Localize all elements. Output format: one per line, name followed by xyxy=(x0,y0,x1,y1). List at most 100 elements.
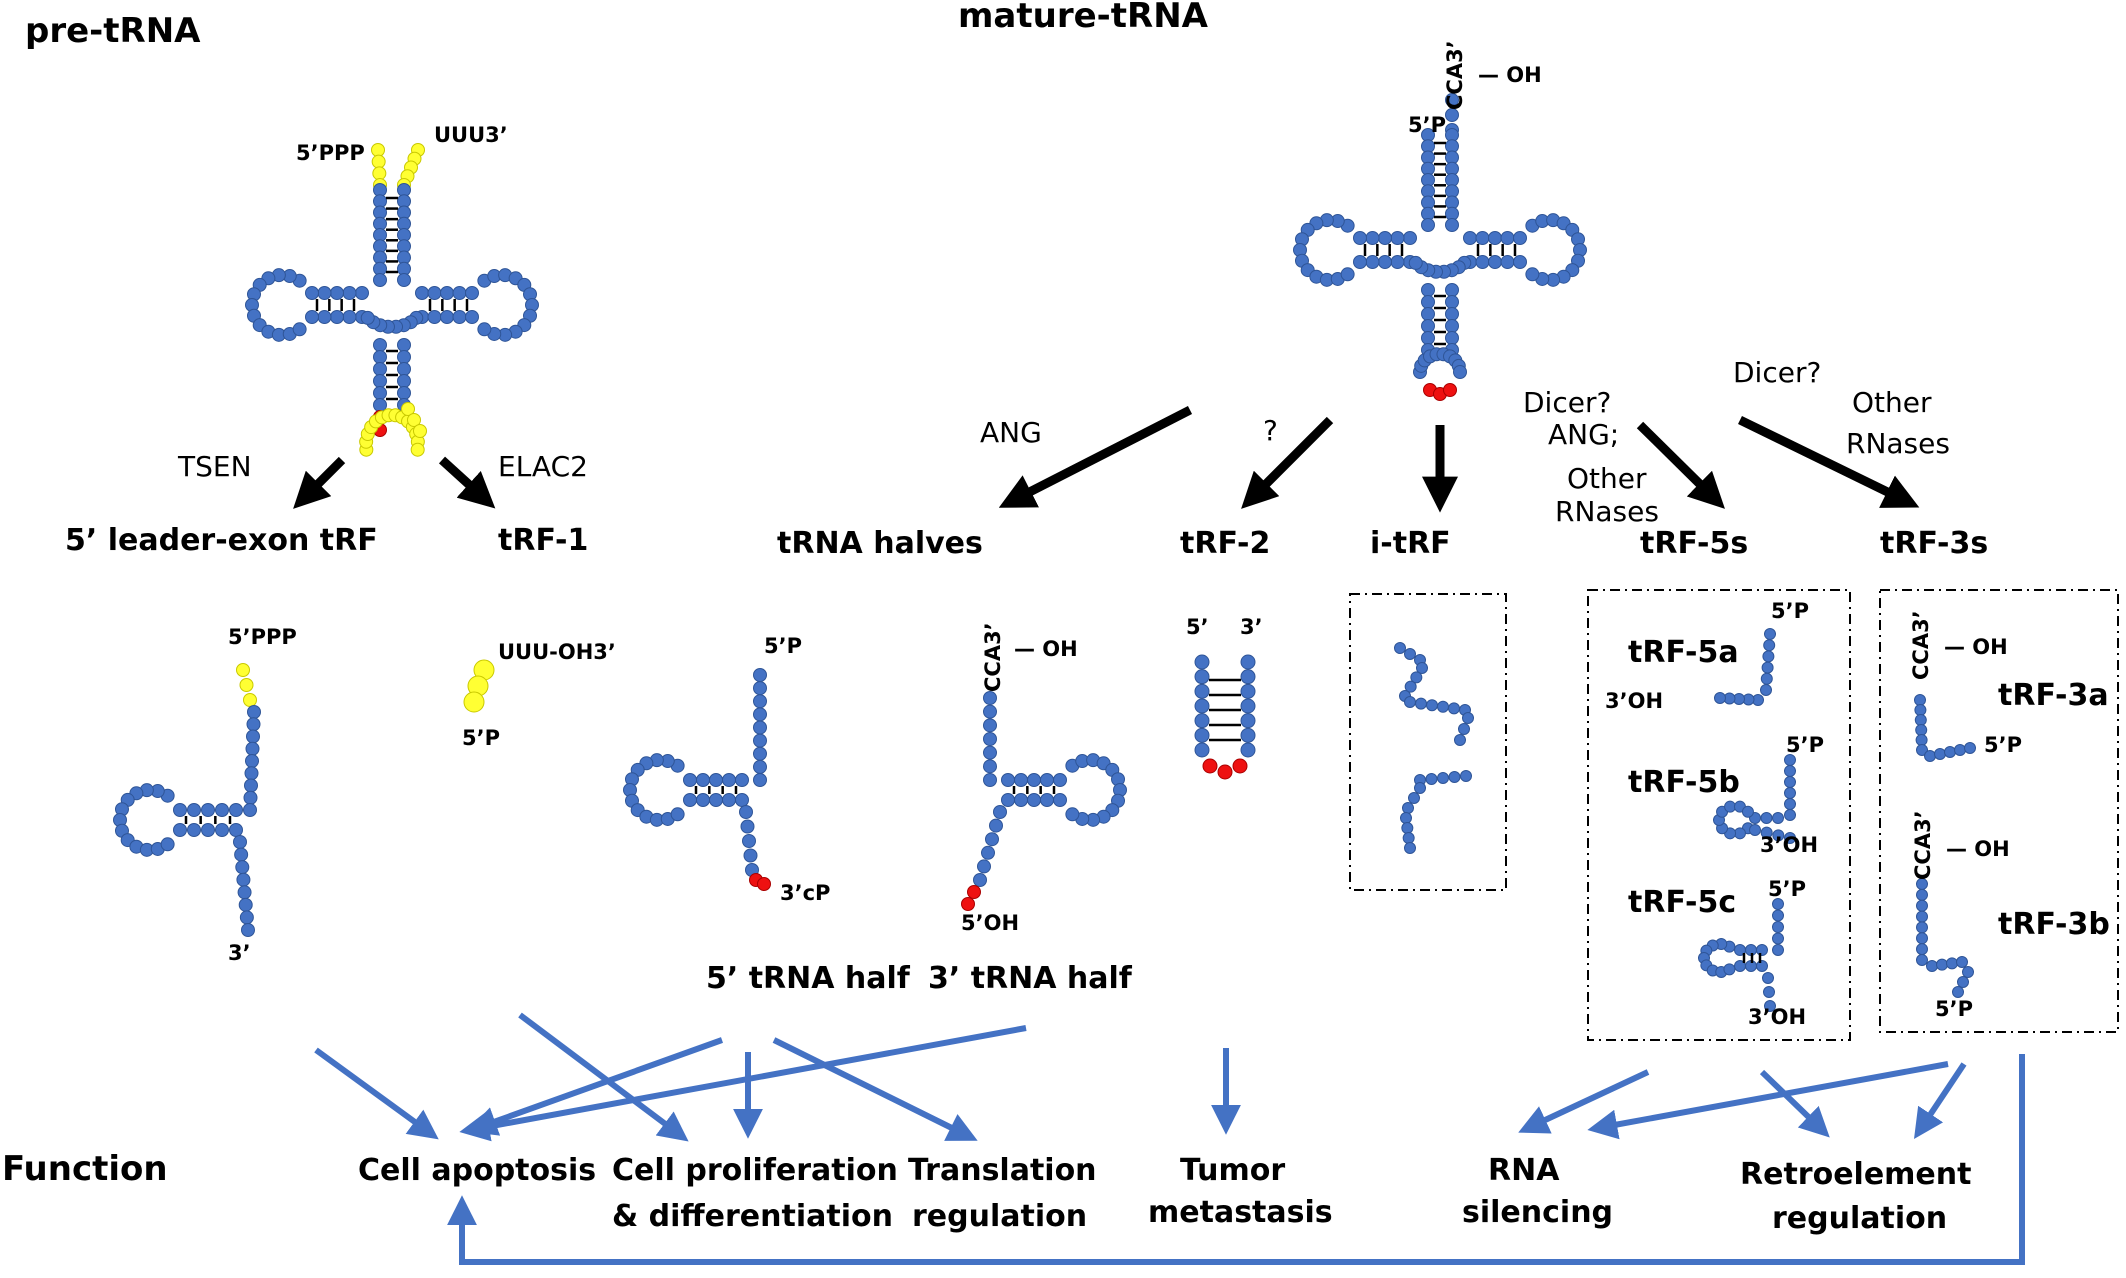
nucleotide xyxy=(1784,765,1796,777)
function-retro-line1: Retroelement xyxy=(1740,1157,1971,1192)
nucleotide xyxy=(373,374,387,388)
nucleotide xyxy=(753,720,767,735)
trf5a-name: tRF-5a xyxy=(1628,635,1739,670)
nucleotide xyxy=(1714,692,1726,704)
nucleotide xyxy=(239,678,254,692)
function-arrows xyxy=(314,1012,2025,1265)
product-trf-3s: tRF-3s xyxy=(1880,526,1988,561)
nucleotide xyxy=(1784,787,1796,799)
nucleotide xyxy=(234,847,249,862)
leader-5ppp-label: 5’PPP xyxy=(228,625,297,649)
i-trf-structures xyxy=(1394,642,1474,854)
nucleotide xyxy=(1421,283,1435,297)
nucleotide xyxy=(452,286,467,300)
nucleotide xyxy=(373,362,387,376)
nucleotide xyxy=(413,424,427,438)
arrow-elac2 xyxy=(438,456,496,509)
half5-3cp-label: 3’cP xyxy=(780,881,830,905)
function-prolif-line1: Cell proliferation xyxy=(612,1153,898,1188)
nucleotide xyxy=(1421,331,1435,345)
nucleotide xyxy=(989,818,1003,833)
enzyme-trf5s-line2: ANG; xyxy=(1548,418,1619,451)
nucleotide xyxy=(1760,684,1772,696)
nucleotide xyxy=(983,704,997,719)
nucleotide xyxy=(757,877,771,891)
nucleotide xyxy=(1772,829,1785,842)
function-retro-line2: regulation xyxy=(1772,1201,1947,1236)
nucleotide xyxy=(342,310,357,324)
nucleotide xyxy=(683,793,697,807)
trf3a-name: tRF-3a xyxy=(1998,678,2109,713)
arrow-to-trf5s xyxy=(1636,421,1725,509)
nucleotide xyxy=(246,717,261,732)
nucleotide xyxy=(1760,812,1773,824)
nucleotide xyxy=(1378,255,1392,269)
nucleotide xyxy=(983,759,997,774)
nucleotide xyxy=(1475,255,1490,269)
nucleotide xyxy=(1453,365,1467,379)
nucleotide xyxy=(1194,683,1210,699)
nucleotide xyxy=(1734,960,1746,972)
nucleotide xyxy=(373,338,387,352)
product-trna-halves: tRNA halves xyxy=(777,526,983,561)
nucleotide xyxy=(440,286,454,300)
nucleotide xyxy=(1916,910,1928,923)
nucleotide xyxy=(463,691,485,713)
nucleotide xyxy=(1401,822,1414,834)
trf5c-name: tRF-5c xyxy=(1628,885,1736,920)
nucleotide xyxy=(1365,231,1380,245)
nucleotide xyxy=(983,745,997,760)
nucleotide xyxy=(1916,744,1928,756)
arrow-trf3-to-apoptosis xyxy=(447,1054,2025,1265)
nucleotide xyxy=(1957,976,1969,988)
enzyme-trf3s-line1: Dicer? xyxy=(1733,356,1821,389)
nucleotide xyxy=(1475,231,1490,245)
nucleotide xyxy=(1914,704,1927,716)
nucleotide xyxy=(415,286,429,300)
product-trf-1: tRF-1 xyxy=(498,523,588,558)
nucleotide xyxy=(1764,1000,1776,1012)
nucleotide xyxy=(229,803,243,817)
trf-5c-structure xyxy=(1698,898,1784,1012)
nucleotide xyxy=(1946,957,1958,970)
nucleotide xyxy=(1934,748,1946,760)
nucleotide xyxy=(246,729,260,744)
nucleotide xyxy=(1463,231,1477,245)
nucleotide xyxy=(1437,700,1449,713)
nucleotide xyxy=(1772,932,1784,945)
nucleotide xyxy=(1437,772,1449,784)
nucleotide xyxy=(1772,812,1784,824)
nucleotide xyxy=(1445,295,1459,309)
nucleotide xyxy=(1240,669,1256,685)
nucleotide xyxy=(229,823,243,837)
nucleotide xyxy=(1365,255,1380,269)
nucleotide xyxy=(1353,255,1367,269)
function-rna-line1: RNA xyxy=(1488,1153,1560,1188)
nucleotide xyxy=(410,442,425,457)
nucleotide xyxy=(1378,231,1392,245)
nucleotide xyxy=(1001,773,1015,787)
nucleotide xyxy=(1240,683,1256,699)
arrow-to-trf2 xyxy=(1241,416,1334,509)
nucleotide xyxy=(1763,639,1776,652)
mature-trna-structure xyxy=(1293,93,1587,401)
nucleotide xyxy=(215,803,229,817)
nucleotide xyxy=(1217,764,1233,780)
half3-oh-label: — OH xyxy=(1014,637,1078,661)
nucleotide xyxy=(735,773,749,787)
function-prolif-line2: & differentiation xyxy=(612,1199,893,1234)
half5-name: 5’ tRNA half xyxy=(706,961,911,996)
function-tumor-line1: Tumor xyxy=(1180,1153,1285,1188)
trf5c-5p-label: 5’P xyxy=(1768,877,1806,901)
trf5b-3oh-label: 3’OH xyxy=(1760,833,1818,857)
nucleotide xyxy=(1001,793,1015,807)
trf-1-structure xyxy=(463,659,495,713)
nucleotide xyxy=(1784,798,1796,810)
trf-5a-structure xyxy=(1714,628,1776,706)
nucleotide xyxy=(981,845,995,860)
trf2-5-label: 5’ xyxy=(1186,615,1209,639)
function-translation-line1: Translation xyxy=(908,1153,1097,1188)
nucleotide xyxy=(1402,802,1414,814)
nucleotide xyxy=(735,793,749,807)
nucleotide xyxy=(1488,255,1502,269)
